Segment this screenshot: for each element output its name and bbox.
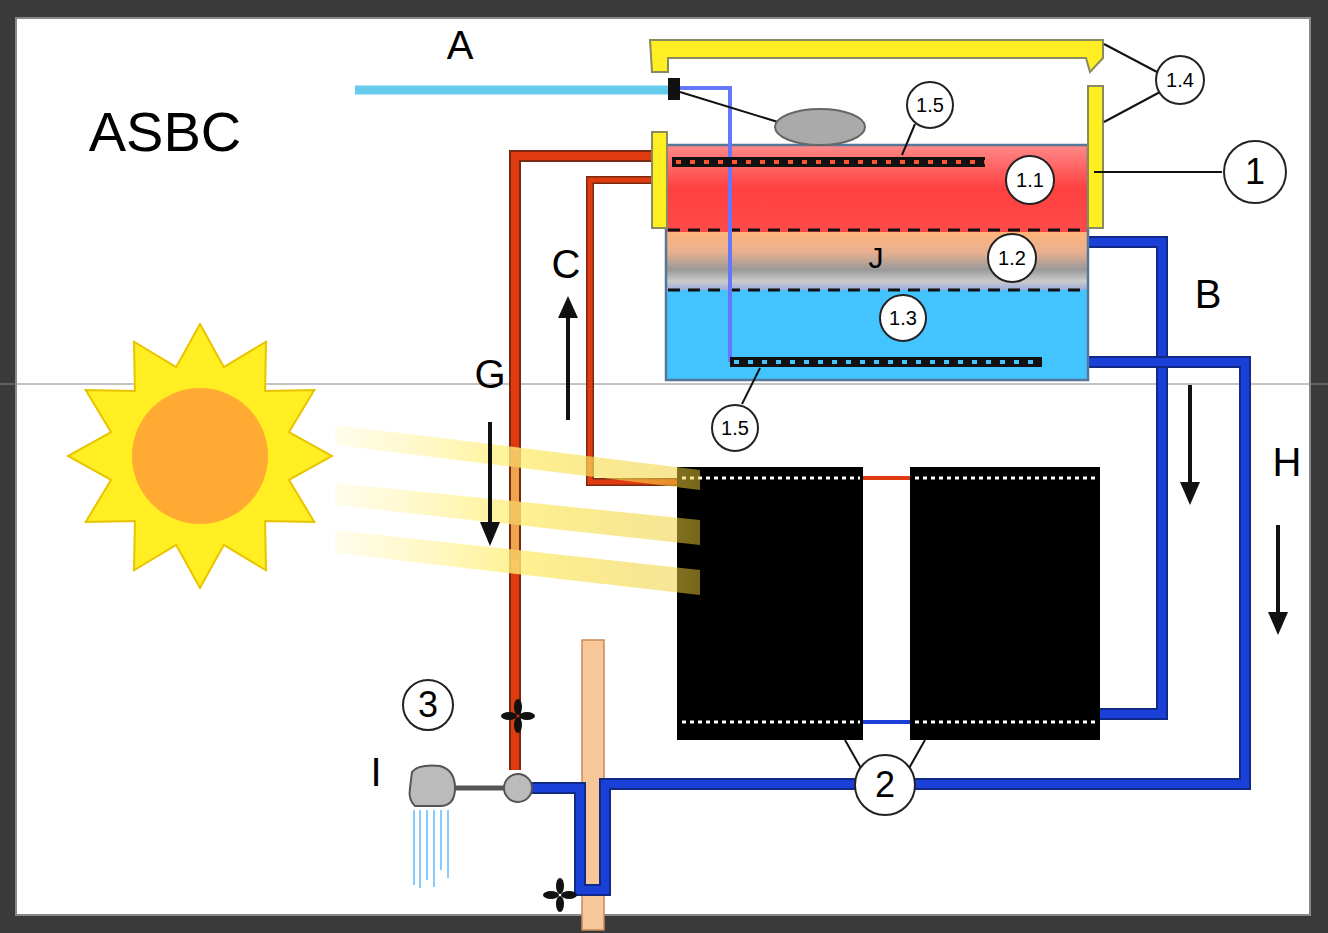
- callout-circle: 1.5: [711, 404, 759, 452]
- collectors: [677, 467, 1100, 740]
- callout-number: 2: [875, 767, 895, 803]
- callout-number: 1: [1245, 154, 1265, 190]
- callout-number: 3: [418, 687, 438, 723]
- callout-number: 1.4: [1166, 70, 1194, 90]
- title: ASBC: [89, 104, 242, 160]
- callout-circle: 3: [402, 679, 454, 731]
- part-letter: I: [370, 752, 381, 792]
- shower: [410, 766, 532, 888]
- leader-lines: [742, 44, 1222, 770]
- flow-arrows: [480, 296, 1288, 635]
- callout-number: 1.3: [889, 308, 917, 328]
- callout-number: 1.1: [1016, 170, 1044, 190]
- callout-circle: 1.3: [879, 294, 927, 342]
- sunlit-pipe: [511, 450, 519, 560]
- part-letter: A: [447, 25, 474, 65]
- inlet: [355, 78, 865, 362]
- callout-circle: 1.5: [906, 81, 954, 129]
- callout-number: 1.5: [721, 418, 749, 438]
- part-letter: J: [869, 243, 884, 273]
- callout-number: 1.2: [998, 248, 1026, 268]
- callout-circle: 1.4: [1155, 55, 1205, 105]
- callout-circle: 1.2: [987, 233, 1037, 283]
- panel: [16, 18, 1310, 915]
- callout-circle: 1: [1223, 140, 1287, 204]
- sun-rays: [335, 425, 700, 595]
- part-letter: B: [1195, 274, 1222, 314]
- callout-number: 1.5: [916, 95, 944, 115]
- sun: [68, 324, 332, 588]
- callout-circle: 1.1: [1005, 155, 1055, 205]
- diffusers: [672, 162, 1042, 362]
- part-letter: C: [552, 244, 581, 284]
- valves: [501, 699, 577, 912]
- callout-circle: 2: [854, 754, 916, 816]
- part-letter: H: [1273, 442, 1302, 482]
- lid: [650, 40, 1103, 228]
- part-letter: G: [474, 354, 505, 394]
